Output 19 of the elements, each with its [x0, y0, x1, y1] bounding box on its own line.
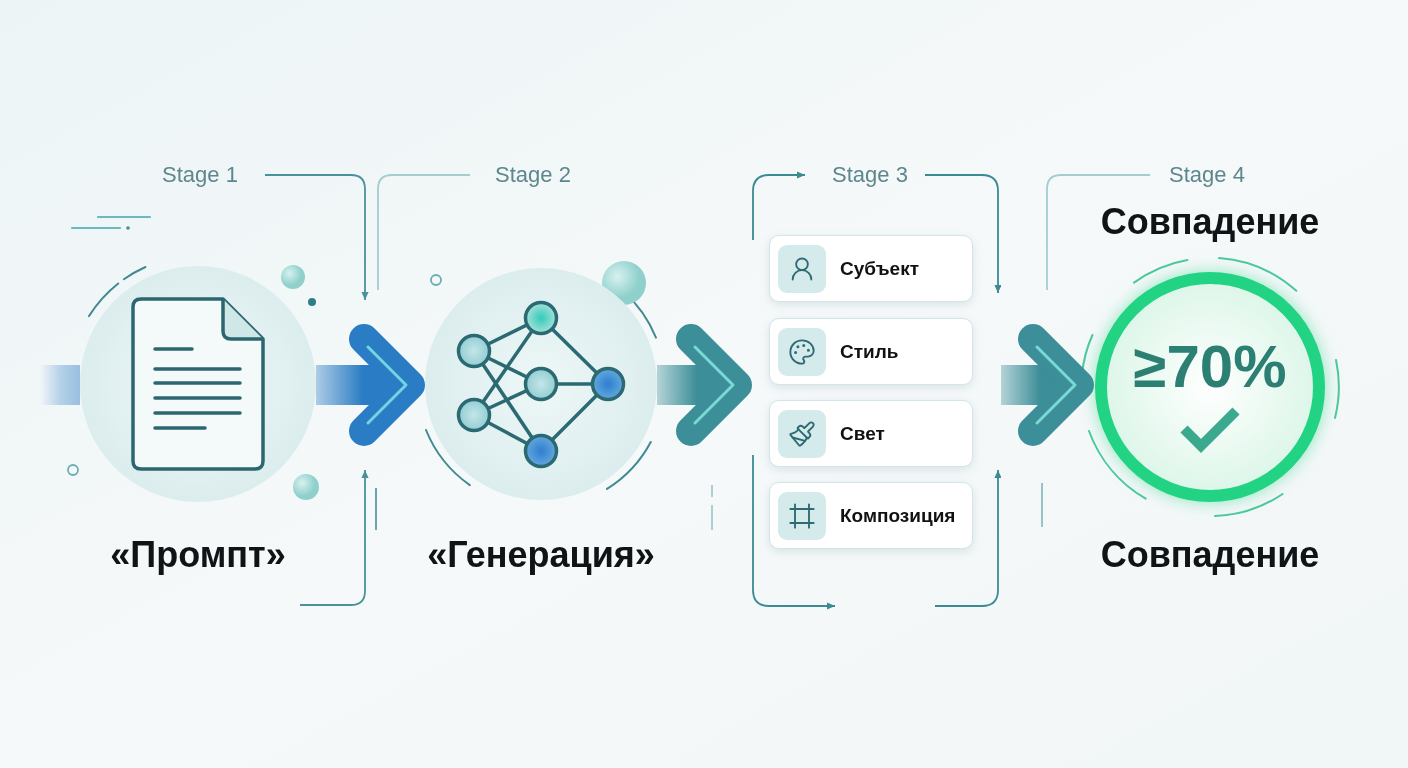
- percentage-value: ≥70%: [1133, 335, 1287, 399]
- flow-arrow: [657, 324, 752, 446]
- criterion-label: Композиция: [840, 503, 956, 528]
- criterion-card: [769, 482, 973, 549]
- criterion-card: [769, 235, 973, 302]
- stage-title: Совпадение: [1100, 200, 1320, 244]
- criterion-label: Свет: [840, 421, 885, 446]
- stage-label: Stage 3: [832, 161, 908, 189]
- criterion-card: [769, 400, 973, 467]
- stage-title: Совпадение: [1100, 533, 1320, 577]
- stage-label: Stage 1: [162, 161, 238, 189]
- criterion-label: Стиль: [840, 339, 899, 364]
- stage-title: «Генерация»: [427, 533, 655, 577]
- stage-label: Stage 2: [495, 161, 571, 189]
- stage-label: Stage 4: [1169, 161, 1245, 189]
- criterion-card: [769, 318, 973, 385]
- flow-band: [40, 365, 80, 405]
- criterion-label: Субъект: [840, 256, 919, 281]
- stage-title: «Промпт»: [110, 533, 286, 577]
